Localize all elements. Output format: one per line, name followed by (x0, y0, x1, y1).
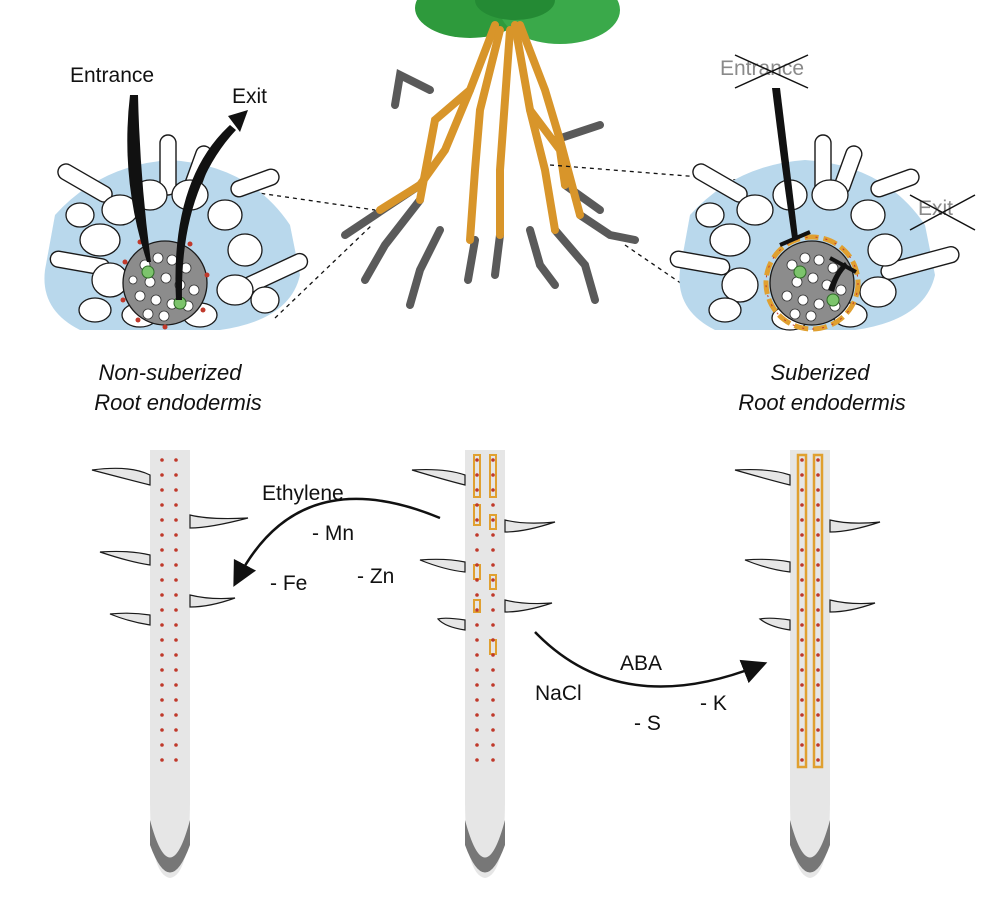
suberin-bands-right (796, 453, 824, 769)
root-right (734, 450, 881, 878)
cross-section-non-suberized: Entrance Exit Non-suberized Root endoder… (44, 64, 309, 415)
s-label: - S (634, 712, 661, 735)
plant (341, 0, 639, 309)
casparian-dots-right (800, 458, 820, 762)
entrance-label-right: Entrance (720, 57, 804, 80)
caption-right-line1: Suberized (770, 360, 870, 385)
entrance-label-left: Entrance (70, 64, 154, 87)
cross-section-suberized: Entrance Exit Suberized Root endodermis (669, 54, 976, 415)
root-hairs-middle-long (411, 468, 556, 631)
root-middle (411, 450, 556, 878)
stele-right (763, 234, 861, 332)
caption-left-line2: Root endodermis (94, 390, 262, 415)
root-left (91, 450, 249, 878)
exit-arrowhead-left-icon (228, 110, 248, 132)
arrow-ethylene (233, 497, 441, 587)
exit-cross-out-icon (909, 194, 976, 231)
caption-left-line1: Non-suberized (98, 360, 242, 385)
aba-label: ABA (620, 652, 662, 675)
k-label: - K (700, 692, 727, 715)
caption-right-line2: Root endodermis (738, 390, 906, 415)
suberized-roots (376, 21, 584, 244)
zn-label: - Zn (357, 565, 394, 588)
water-path-blocked-right (772, 88, 857, 292)
entrance-cross-out-icon (734, 54, 809, 89)
mn-label: - Mn (312, 522, 354, 545)
root-hairs-right-long (734, 468, 881, 631)
cortex-cells-right (695, 179, 903, 331)
cortex-cells-left (65, 179, 280, 328)
nacl-label: NaCl (535, 682, 582, 705)
water-path-arrows-left (127, 95, 248, 300)
suberin-patches-middle (473, 454, 497, 655)
fe-label: - Fe (270, 572, 307, 595)
root-hairs-left-long (91, 467, 249, 626)
root-hairs-right (669, 134, 960, 280)
exit-label-left: Exit (232, 85, 267, 108)
casparian-dots-left (160, 458, 178, 762)
stele-left (120, 239, 210, 330)
grey-root-tips (341, 69, 639, 309)
casparian-dots-middle (475, 458, 495, 762)
arrow-aba (534, 631, 768, 688)
ethylene-label: Ethylene (262, 482, 344, 505)
leaves (415, 0, 620, 44)
